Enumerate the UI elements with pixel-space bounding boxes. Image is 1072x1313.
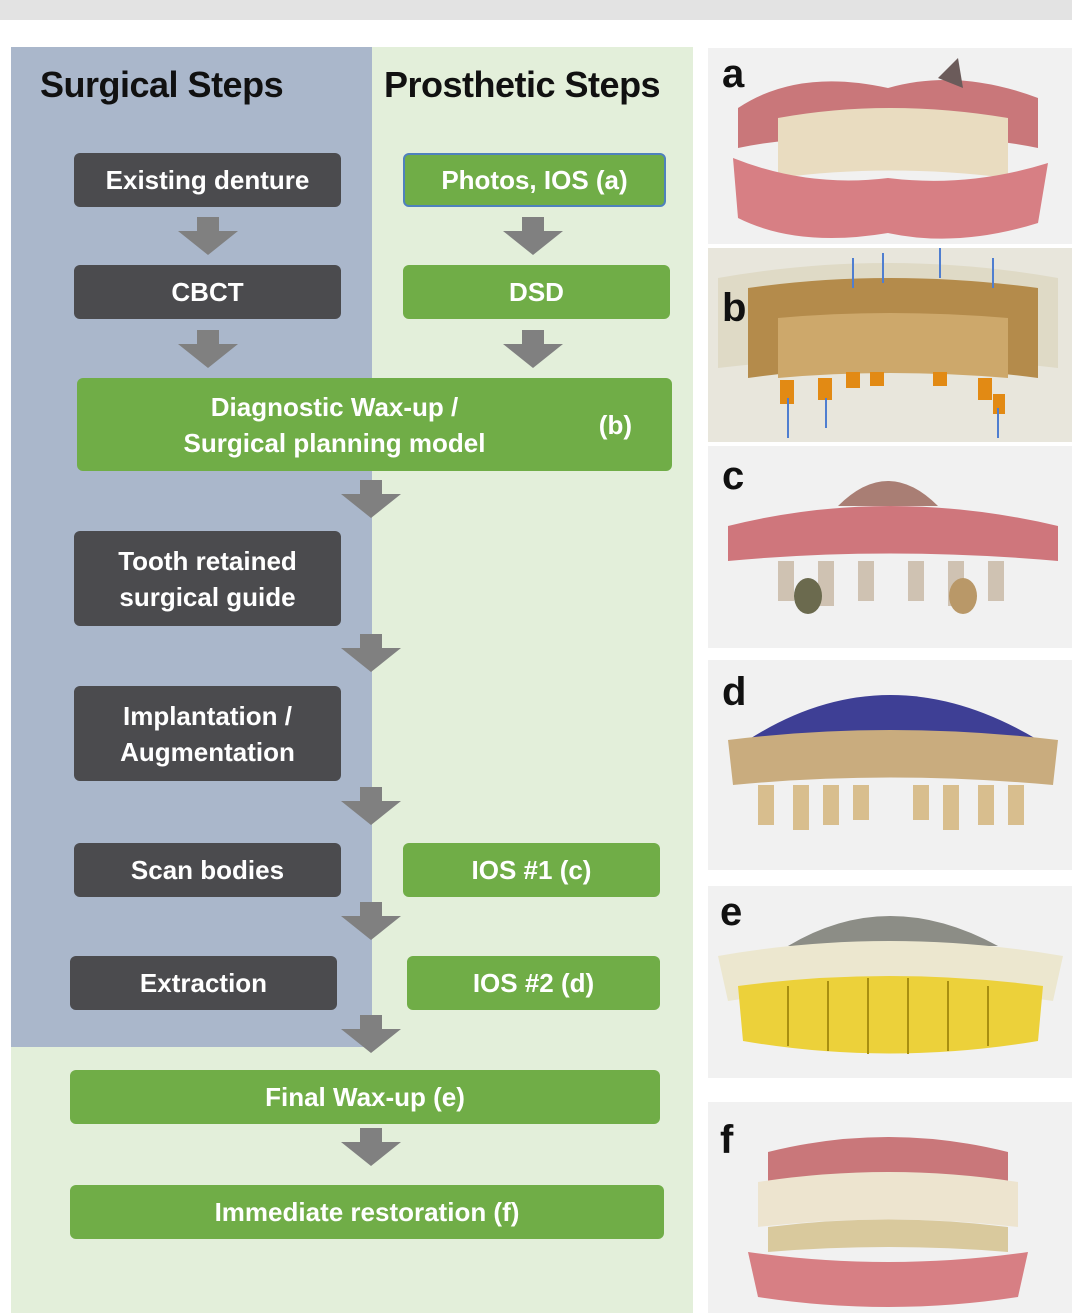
- arrow-dsd-to-diagnostic: [503, 330, 563, 368]
- arrow-photos-to-dsd: [503, 217, 563, 255]
- diagnostic-waxup-label: Diagnostic Wax-up / Surgical planning mo…: [183, 391, 486, 458]
- panel-e-letter: e: [720, 890, 743, 934]
- step-ios-2: IOS #2 (d): [407, 956, 660, 1010]
- step-existing-denture: Existing denture: [74, 153, 341, 207]
- arrow-extraction-to-final: [341, 1015, 401, 1053]
- surgical-planning-illustration: [718, 248, 1058, 438]
- panel-d-letter: d: [722, 670, 747, 714]
- prosthetic-steps-header: Prosthetic Steps: [384, 64, 661, 105]
- step-cbct: CBCT: [74, 265, 341, 319]
- step-extraction: Extraction: [70, 956, 337, 1010]
- arrow-guide-to-implantation: [341, 634, 401, 672]
- arrow-cbct-to-diagnostic: [178, 330, 238, 368]
- step-diagnostic-waxup: Diagnostic Wax-up / Surgical planning mo…: [77, 378, 672, 471]
- surgical-steps-header: Surgical Steps: [40, 64, 284, 105]
- step-implantation-augmentation: Implantation / Augmentation: [74, 686, 341, 781]
- step-photos-ios: Photos, IOS (a): [403, 153, 666, 207]
- panel-f-letter: f: [720, 1118, 734, 1162]
- panel-c-letter: c: [722, 454, 745, 498]
- panel-a-letter: a: [722, 52, 745, 96]
- panel-d-ios-2: [708, 660, 1072, 870]
- step-final-waxup: Final Wax-up (e): [70, 1070, 660, 1124]
- arrow-diagnostic-to-guide: [341, 480, 401, 518]
- panel-f-immediate-restoration: [708, 1102, 1072, 1313]
- panel-b-letter: b: [722, 286, 747, 330]
- step-immediate-restoration: Immediate restoration (f): [70, 1185, 664, 1239]
- diagnostic-waxup-ref: (b): [598, 409, 632, 440]
- panel-c-ios-1: [708, 446, 1072, 648]
- ios2-illustration: [728, 695, 1058, 830]
- panel-a-intraoral-scan: [708, 48, 1072, 244]
- final-waxup-illustration: [718, 916, 1063, 1054]
- panel-e-final-waxup: [708, 886, 1072, 1078]
- immediate-restoration-illustration: [748, 1137, 1028, 1307]
- arrow-implantation-to-scan: [341, 787, 401, 825]
- step-dsd: DSD: [403, 265, 670, 319]
- step-tooth-retained-surgical-guide: Tooth retained surgical guide: [74, 531, 341, 626]
- ios1-illustration: [728, 481, 1058, 614]
- arrow-final-to-immediate: [341, 1128, 401, 1166]
- arrow-denture-to-cbct: [178, 217, 238, 255]
- arrow-scan-to-extraction: [341, 902, 401, 940]
- step-scan-bodies: Scan bodies: [74, 843, 341, 897]
- intraoral-scan-illustration: [733, 58, 1048, 239]
- step-ios-1: IOS #1 (c): [403, 843, 660, 897]
- panel-b-surgical-planning: [708, 248, 1072, 442]
